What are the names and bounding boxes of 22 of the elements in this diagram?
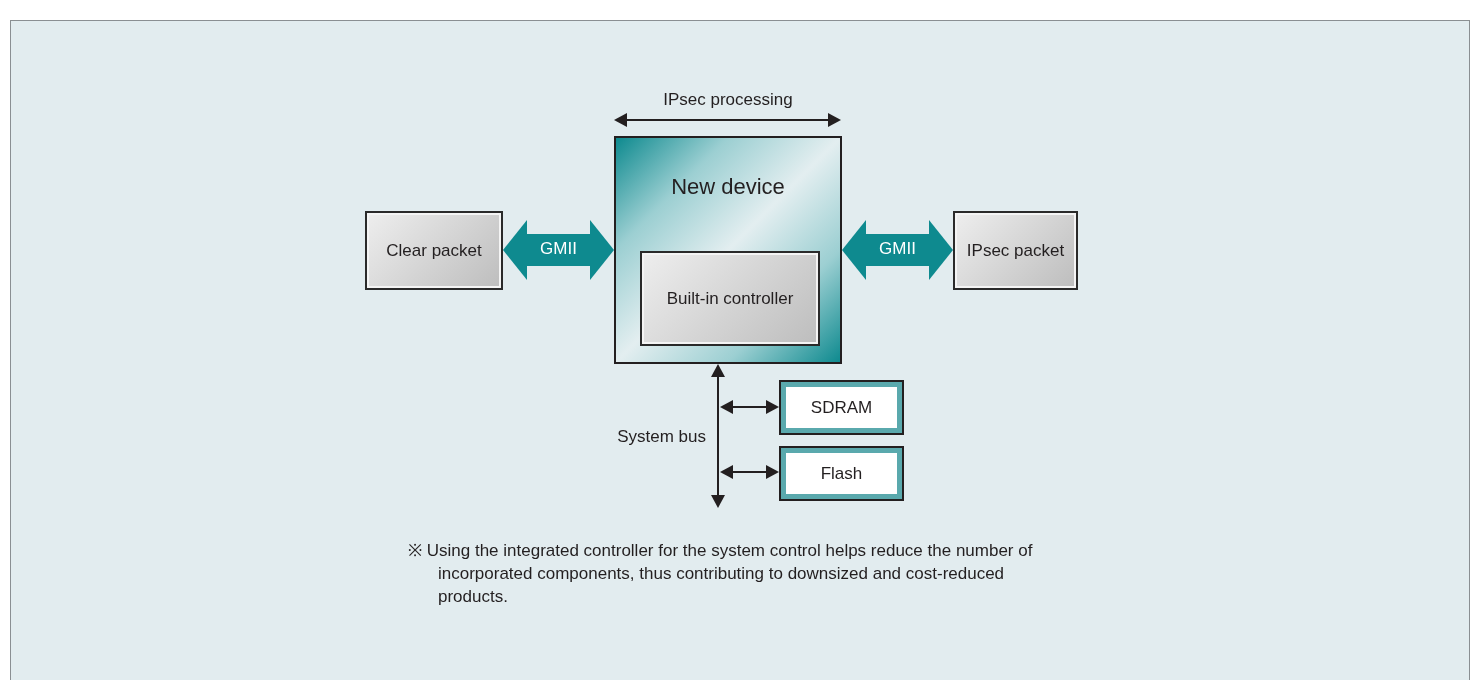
bus-arrow: [720, 465, 779, 479]
node-label: SDRAM: [810, 397, 873, 418]
memory-box: [779, 380, 904, 435]
block-box: [953, 211, 1078, 290]
dimension-label: IPsec processing: [662, 90, 794, 110]
node-label: IPsec packet: [966, 240, 1065, 261]
device-box: [614, 136, 842, 364]
node-title: New device: [671, 174, 785, 200]
block-box: [640, 251, 820, 346]
node-label: Clear packet: [386, 240, 482, 261]
bus-arrow: [720, 400, 779, 414]
block-box: [365, 211, 503, 290]
edge-label: System bus: [617, 427, 706, 447]
double-arrow: [503, 220, 614, 280]
edge-label: GMII: [539, 239, 578, 259]
footnote: ※ Using the integrated controller for the system control helps reduce the number of incorporated components, thus contributing to downsized and cost-reduced products.: [408, 540, 1034, 608]
node-label: Built-in controller: [666, 288, 794, 309]
memory-box: [779, 446, 904, 501]
edge-label: GMII: [878, 239, 917, 259]
double-arrow: [842, 220, 953, 280]
node-label: Flash: [820, 463, 863, 484]
bus-arrow: [711, 364, 725, 508]
